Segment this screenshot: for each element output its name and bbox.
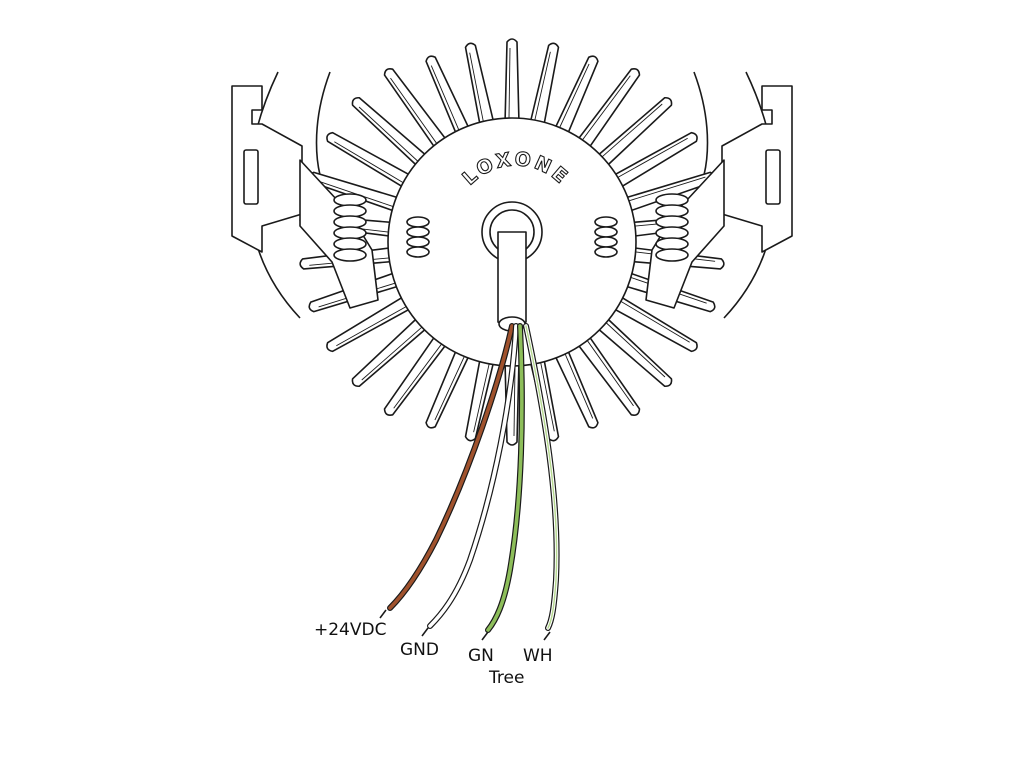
heat-sink-fin xyxy=(552,55,599,138)
spring-coil xyxy=(406,226,430,238)
mounting-clip-left xyxy=(231,85,430,309)
heat-sink-fin xyxy=(464,42,496,129)
wire-gn xyxy=(486,324,524,632)
luminaire-body xyxy=(231,38,793,446)
wire-bundle xyxy=(379,323,560,641)
wire-24vdc xyxy=(388,324,514,610)
wire-label-gn: GN xyxy=(468,646,494,666)
wire-24vdc-leader xyxy=(379,609,387,619)
wire-gn-leader xyxy=(481,631,489,641)
heat-sink-fin xyxy=(528,42,560,129)
spring-coil xyxy=(594,246,618,258)
wire-wh-leader xyxy=(543,631,551,641)
heat-sink-fin xyxy=(351,96,430,170)
wire-label-24vdc: +24VDC xyxy=(314,620,387,640)
heat-sink-fin xyxy=(504,38,520,125)
heat-sink-fin xyxy=(326,131,415,190)
heat-sink-fin xyxy=(574,68,641,152)
spring-coil xyxy=(406,246,430,258)
heat-sink-fin xyxy=(552,346,599,429)
spring-coil xyxy=(406,236,430,248)
heat-sink-fin xyxy=(326,294,415,353)
wire-gnd xyxy=(428,324,518,628)
wire-label-wh: WH xyxy=(523,646,553,666)
mounting-clip-right xyxy=(594,85,793,309)
heat-sink-fin xyxy=(383,68,450,152)
spring-coil xyxy=(655,248,689,262)
spring-coil xyxy=(594,236,618,248)
heat-sink-fin xyxy=(574,332,641,416)
heat-sink-fin xyxy=(609,294,698,353)
heat-sink-fin xyxy=(594,314,673,388)
spring-coil xyxy=(333,248,367,262)
heat-sink-fin xyxy=(351,314,430,388)
heat-sink-fin xyxy=(425,346,472,429)
spring-coil xyxy=(594,226,618,238)
heat-sink-fin xyxy=(609,131,698,190)
heat-sink-fin xyxy=(594,96,673,170)
heat-sink-fin xyxy=(383,332,450,416)
wire-label-gnd: GND xyxy=(400,640,439,660)
wire-gnd-leader xyxy=(421,627,429,637)
spring-coil xyxy=(406,216,430,228)
spring-coil xyxy=(594,216,618,228)
heat-sink-fin xyxy=(425,55,472,138)
wire-wh-stripe xyxy=(525,325,558,629)
tree-bus-label: Tree xyxy=(489,668,525,688)
cable-sheath xyxy=(497,231,527,327)
